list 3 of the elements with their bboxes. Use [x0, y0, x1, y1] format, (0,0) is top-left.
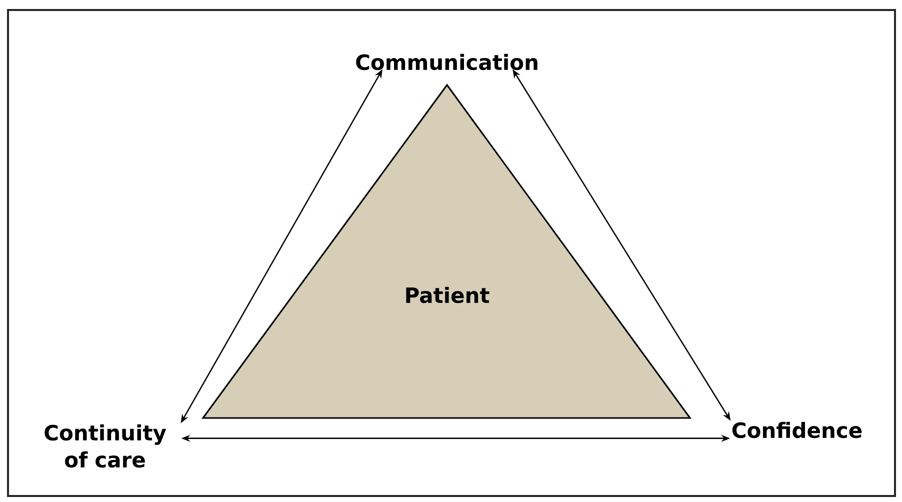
corner-label: Confidence: [732, 422, 862, 438]
corner-label: Continuity of care: [44, 424, 166, 468]
corner-label: Communication: [356, 54, 538, 70]
